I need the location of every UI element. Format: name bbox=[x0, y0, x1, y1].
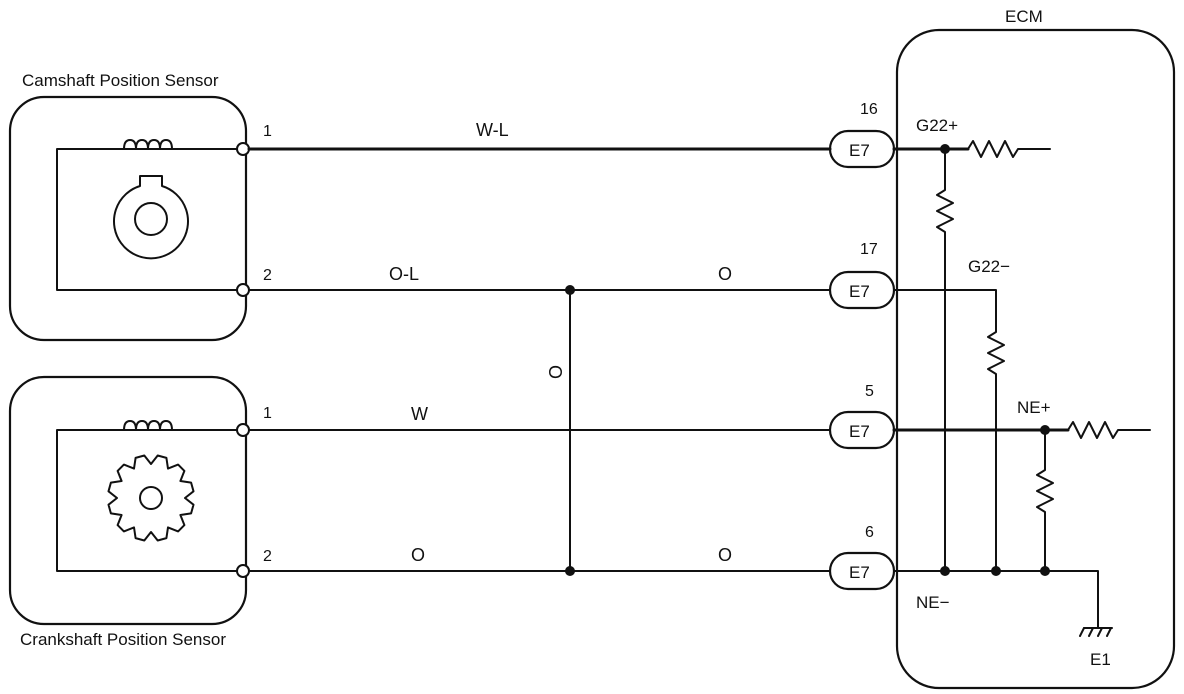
connector-pin-number: 5 bbox=[865, 383, 874, 400]
wire-color-vertical-shield: O bbox=[546, 365, 566, 379]
ecm-terminal-g22-plus: G22+ bbox=[916, 116, 958, 135]
connector-pin-number: 17 bbox=[860, 241, 878, 258]
ecm-ground-label: E1 bbox=[1090, 650, 1111, 669]
connector-pin-6: E7 6 bbox=[828, 524, 896, 591]
camshaft-pin-2-label: 2 bbox=[263, 267, 272, 284]
connector-id-label: E7 bbox=[849, 422, 870, 441]
connector-id-label: E7 bbox=[849, 141, 870, 160]
crankshaft-sensor-box bbox=[8, 375, 248, 626]
camshaft-coil-icon bbox=[122, 139, 178, 150]
camshaft-rotor-icon bbox=[113, 175, 189, 260]
wire-color-cam-ground-right: O bbox=[718, 264, 732, 284]
ground-icon bbox=[1079, 627, 1113, 637]
crankshaft-position-sensor: Crankshaft Position Sensor 1 2 bbox=[8, 375, 272, 649]
crankshaft-terminal-1 bbox=[236, 423, 250, 437]
crankshaft-terminal-2 bbox=[236, 564, 250, 578]
wire-color-crank-ground-right: O bbox=[718, 545, 732, 565]
connector-pin-5: E7 5 bbox=[828, 383, 896, 450]
ecm-box bbox=[895, 28, 1176, 690]
ecm-title: ECM bbox=[1005, 7, 1043, 26]
connector-pin-17: E7 17 bbox=[828, 241, 896, 310]
ecm-internal-circuit bbox=[892, 140, 1151, 637]
camshaft-sensor-box bbox=[8, 95, 248, 342]
crankshaft-sensor-title: Crankshaft Position Sensor bbox=[20, 630, 226, 649]
camshaft-terminal-1 bbox=[236, 142, 250, 156]
ecm-terminal-ne-minus: NE− bbox=[916, 593, 950, 612]
harness-wires bbox=[247, 147, 832, 576]
connector-id-label: E7 bbox=[849, 563, 870, 582]
connector-pin-16: E7 16 bbox=[828, 101, 896, 169]
connector-pin-number: 16 bbox=[860, 101, 878, 118]
crankshaft-pin-2-label: 2 bbox=[263, 548, 272, 565]
wire-color-cam-signal: W-L bbox=[476, 120, 509, 140]
crankshaft-coil-icon bbox=[122, 420, 178, 431]
wire-color-cam-ground-left: O-L bbox=[389, 264, 419, 284]
camshaft-terminal-2 bbox=[236, 283, 250, 297]
ecm-terminal-ne-plus: NE+ bbox=[1017, 398, 1051, 417]
crankshaft-coil-loop bbox=[56, 429, 244, 572]
crankshaft-pin-1-label: 1 bbox=[263, 405, 272, 422]
crankshaft-gear-icon bbox=[107, 454, 195, 542]
camshaft-position-sensor: Camshaft Position Sensor 1 2 bbox=[8, 71, 272, 342]
wire-color-crank-signal: W bbox=[411, 404, 428, 424]
camshaft-pin-1-label: 1 bbox=[263, 123, 272, 140]
camshaft-coil-loop bbox=[56, 148, 244, 291]
ecm-terminal-g22-minus: G22− bbox=[968, 257, 1010, 276]
connector-id-label: E7 bbox=[849, 282, 870, 301]
connector-pin-number: 6 bbox=[865, 524, 874, 541]
wire-color-crank-ground-left: O bbox=[411, 545, 425, 565]
camshaft-sensor-title: Camshaft Position Sensor bbox=[22, 71, 219, 90]
